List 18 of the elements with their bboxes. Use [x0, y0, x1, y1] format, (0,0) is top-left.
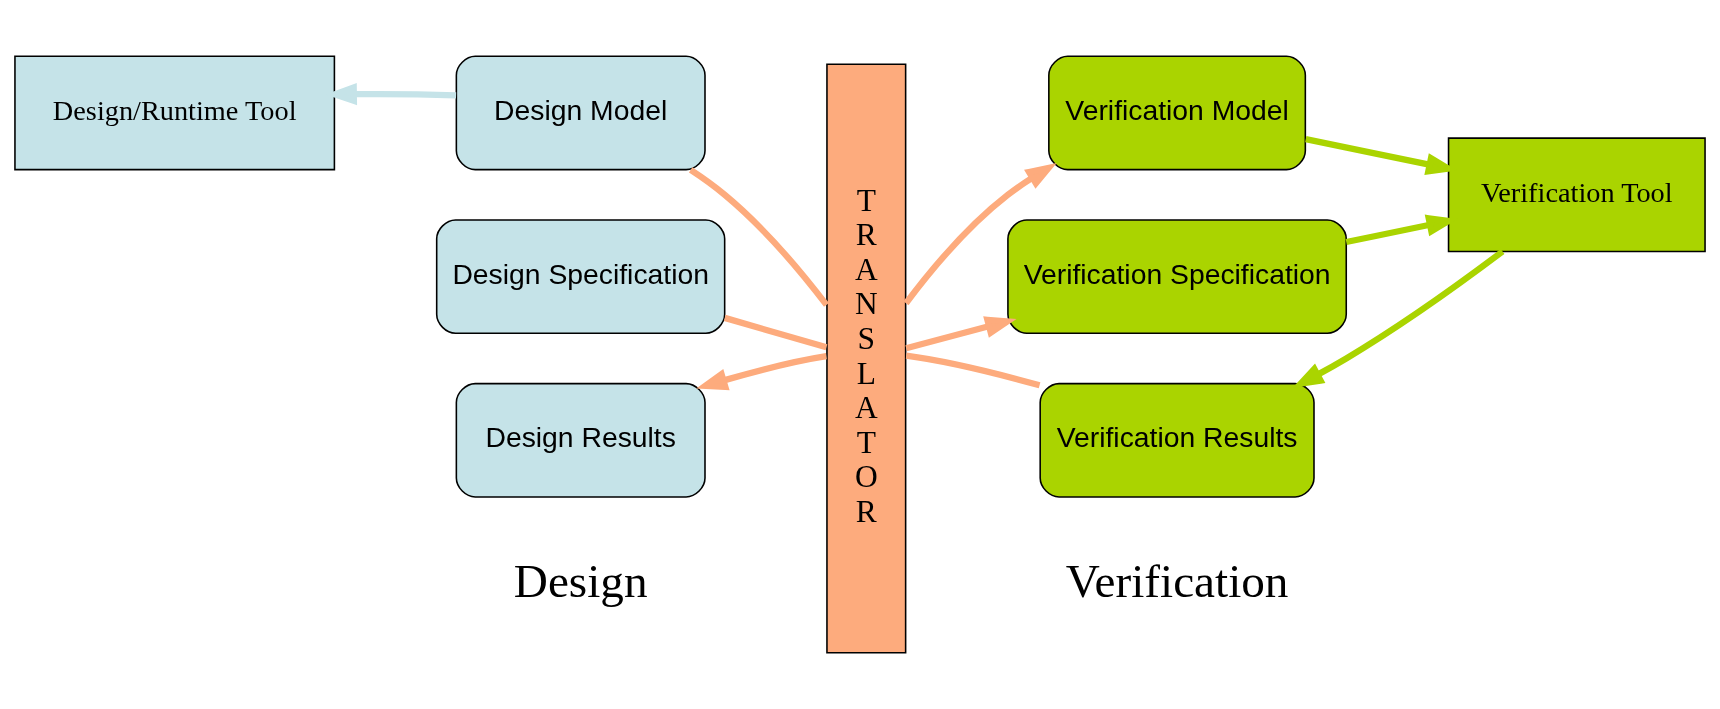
- arrow: [903, 162, 1057, 306]
- node-box: Verification Model: [1048, 55, 1307, 171]
- arrow: [1292, 248, 1505, 389]
- node-box: Verification Specification: [1007, 219, 1348, 335]
- connector: [905, 352, 1041, 389]
- node-box: Design Specification: [435, 219, 726, 335]
- node-box: Design Model: [455, 55, 706, 171]
- label: Verification: [1065, 554, 1289, 607]
- node-box: TRANSLATOR: [826, 63, 907, 654]
- node-box: Verification Results: [1039, 382, 1315, 498]
- label: Design: [513, 554, 648, 607]
- arrow: [696, 353, 827, 391]
- arrow: [905, 316, 1017, 352]
- node-box: Verification Tool: [1447, 137, 1706, 253]
- connector: [723, 314, 828, 351]
- connector: [688, 167, 829, 307]
- node-box: Design/Runtime Tool: [14, 55, 336, 171]
- node-box: Design Results: [455, 382, 706, 498]
